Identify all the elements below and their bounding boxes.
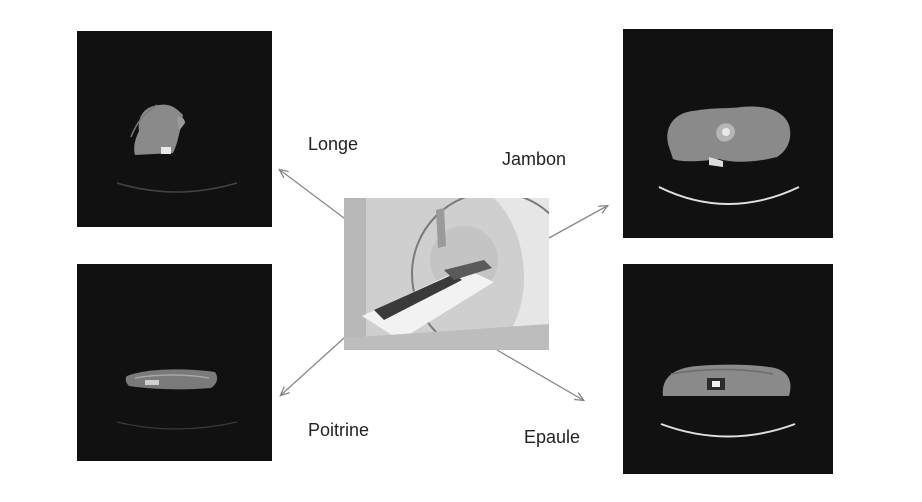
ct-scan-jambon	[623, 29, 833, 238]
arrow-to-epaule	[496, 349, 583, 400]
label-poitrine: Poitrine	[308, 420, 370, 440]
ct-slice-jambon-image	[658, 106, 800, 205]
arrow-to-jambon	[548, 206, 607, 239]
ct-scan-longe	[77, 31, 272, 227]
ct-scanner-photo	[344, 198, 549, 350]
label-jambon: Jambon	[502, 149, 567, 169]
arrow-to-longe	[280, 170, 345, 219]
ct-slice-longe-image	[116, 104, 238, 193]
ct-scanner-image	[344, 198, 549, 350]
ct-scan-epaule	[623, 264, 833, 474]
arrow-to-poitrine	[281, 337, 345, 395]
label-longe: Longe	[308, 134, 359, 154]
label-epaule: Epaule	[524, 427, 581, 447]
ct-slice-poitrine-image	[116, 369, 238, 430]
ct-slice-epaule-image	[660, 364, 796, 438]
ct-scan-poitrine	[77, 264, 272, 461]
